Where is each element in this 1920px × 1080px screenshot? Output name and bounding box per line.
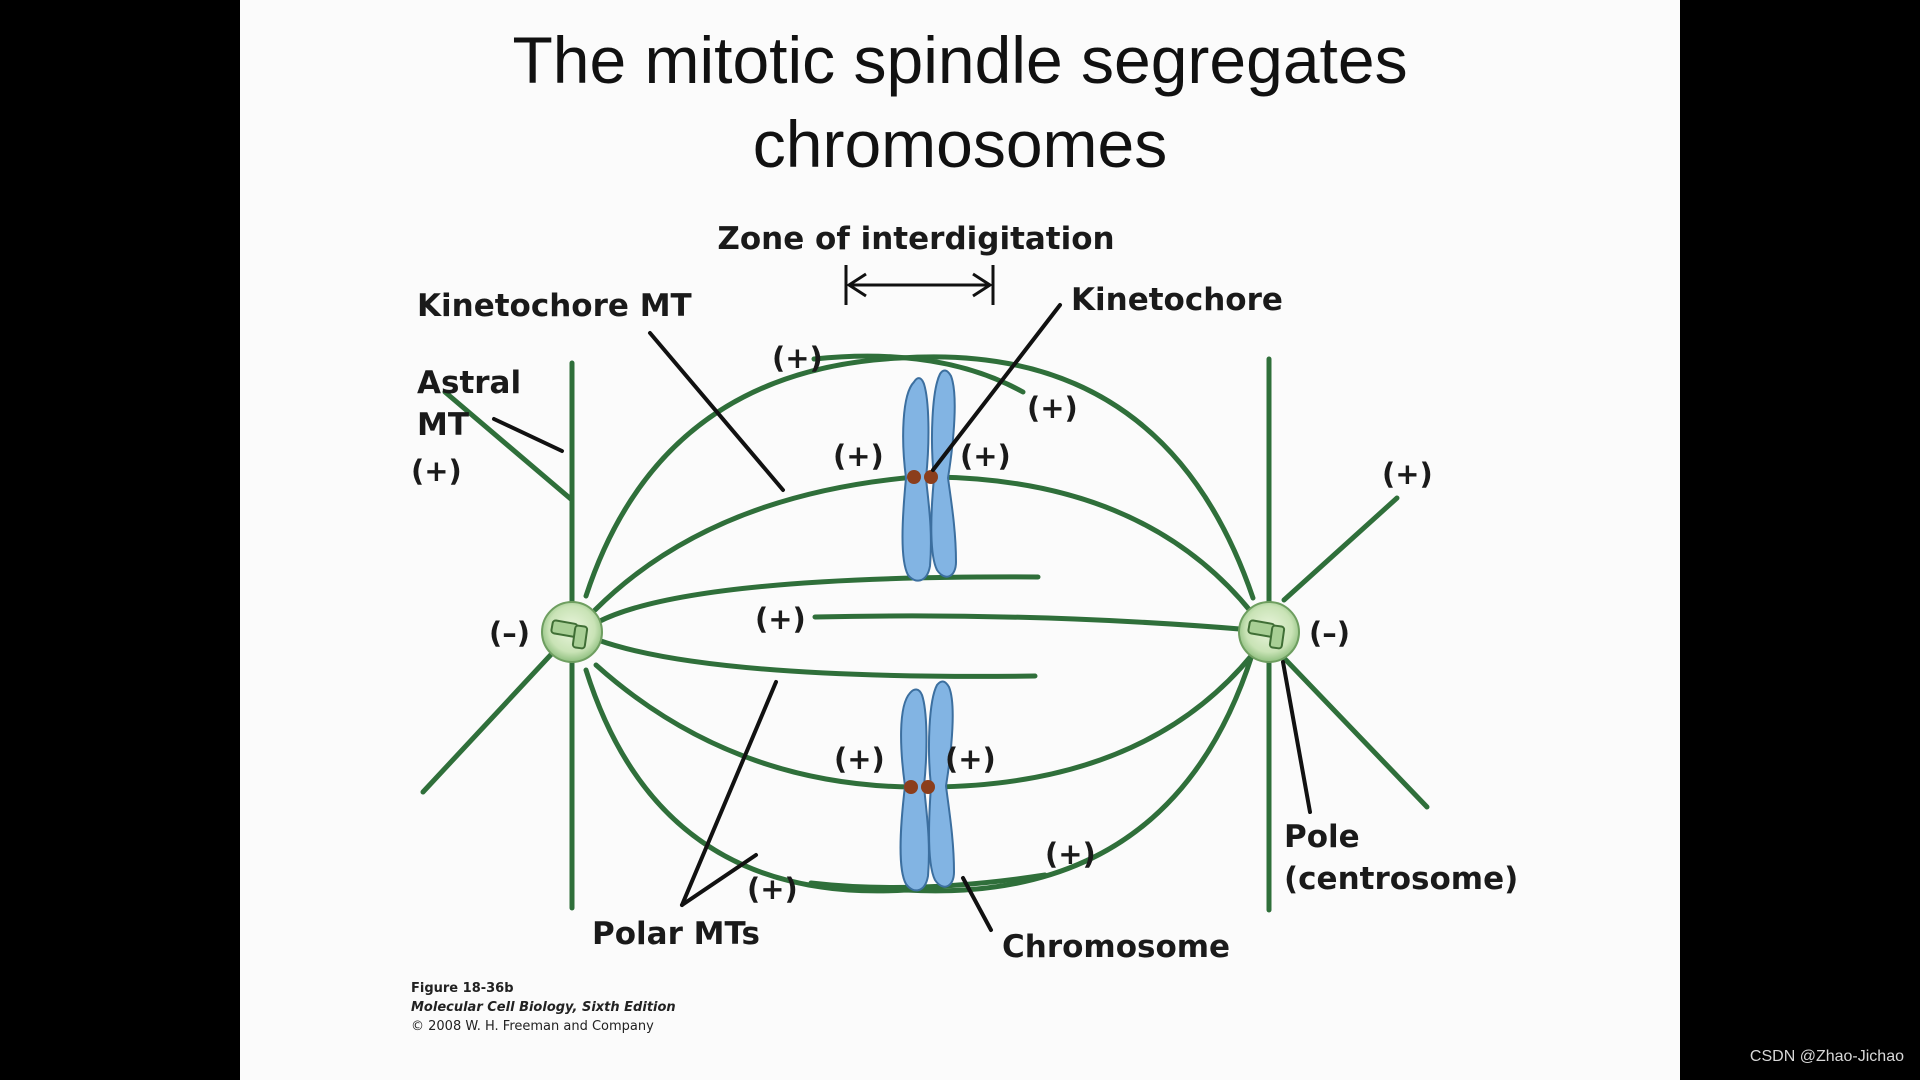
plus-marker-bottom-inner: (+) <box>1045 837 1096 871</box>
leader-lines <box>492 303 1312 932</box>
chromosome-upper <box>901 369 958 582</box>
plus-marker-top-inner: (+) <box>1027 391 1078 425</box>
astral-mt-right-upper <box>1281 495 1400 603</box>
kinetochore-mt-leader <box>648 331 785 492</box>
slide: The mitotic spindle segregates chromosom… <box>240 0 1680 1080</box>
label-polar-mts: Polar MTs <box>592 916 760 952</box>
plus-marker-top-outer: (+) <box>772 341 823 375</box>
zone-arrow-left <box>846 272 867 298</box>
chromosome-leader <box>961 876 993 932</box>
astral-mt-leader <box>492 417 564 453</box>
plus-marker-astral-right: (+) <box>1382 457 1433 491</box>
plus-marker-bottom-outer: (+) <box>747 872 798 906</box>
plus-marker-astral-left: (+) <box>411 454 462 488</box>
label-pole-line2: (centrosome) <box>1284 861 1518 897</box>
minus-marker-right-pole: (–) <box>1309 616 1350 650</box>
kinetochore-leader <box>931 303 1062 472</box>
title-line-1: The mitotic spindle segregates <box>512 23 1408 97</box>
slide-title: The mitotic spindle segregates chromosom… <box>240 18 1680 186</box>
title-line-2: chromosomes <box>752 107 1168 181</box>
kinetochore-upper-left <box>907 470 921 484</box>
plus-marker-kinetochore-lower-left: (+) <box>834 742 885 776</box>
pole-leader <box>1281 660 1312 814</box>
copyright-notice: © 2008 W. H. Freeman and Company <box>411 1019 654 1034</box>
minus-marker-left-pole: (–) <box>489 616 530 650</box>
polar-mts-leader-a <box>680 680 778 907</box>
label-astral-line1: Astral <box>417 365 521 401</box>
pole-left <box>541 601 603 663</box>
kinetochore-lower-right <box>921 780 935 794</box>
kinetochore-mt-right-upper <box>932 474 1255 616</box>
kinetochore-mt-left-upper <box>592 474 918 613</box>
plus-marker-kinetochore-lower-right: (+) <box>945 742 996 776</box>
kinetochore-mt-right-lower <box>929 652 1255 790</box>
chromosome-lower <box>899 680 956 892</box>
figure-number: Figure 18-36b <box>411 981 514 996</box>
plus-marker-polar-center: (+) <box>755 602 806 636</box>
label-kinetochore: Kinetochore <box>1071 282 1283 318</box>
centriole-left-b <box>571 624 589 650</box>
book-citation: Molecular Cell Biology, Sixth Edition <box>411 1000 676 1015</box>
kinetochore-upper-right <box>924 470 938 484</box>
astral-mt-right-lower <box>1281 655 1430 810</box>
polar-mts-leader-b <box>680 853 758 907</box>
label-astral-line2: MT <box>417 407 469 443</box>
mitotic-spindle-diagram: Zone of interdigitation Kinetochore MT K… <box>411 221 1518 965</box>
label-chromosome: Chromosome <box>1002 929 1230 965</box>
plus-marker-kinetochore-upper-left: (+) <box>833 439 884 473</box>
label-pole-line1: Pole <box>1284 819 1360 855</box>
astral-mt-left-upper <box>442 389 575 503</box>
pole-right <box>1238 601 1300 663</box>
zone-arrow-right <box>972 272 993 298</box>
kinetochore-lower-left <box>904 780 918 794</box>
watermark: CSDN @Zhao-Jichao <box>1749 1048 1904 1065</box>
outer-mt-bottom <box>583 652 1255 894</box>
label-kinetochore-mt: Kinetochore MT <box>417 288 692 324</box>
polar-mt-left-bottom <box>595 637 1038 679</box>
zone-bracket <box>844 265 995 305</box>
plus-marker-kinetochore-upper-right: (+) <box>960 439 1011 473</box>
kinetochore-mt-left-lower <box>593 662 915 790</box>
label-zone-of-interdigitation: Zone of interdigitation <box>717 221 1114 257</box>
centriole-right-b <box>1268 624 1286 650</box>
astral-mt-left-lower <box>420 629 575 795</box>
polar-mt-right-center <box>812 613 1255 633</box>
